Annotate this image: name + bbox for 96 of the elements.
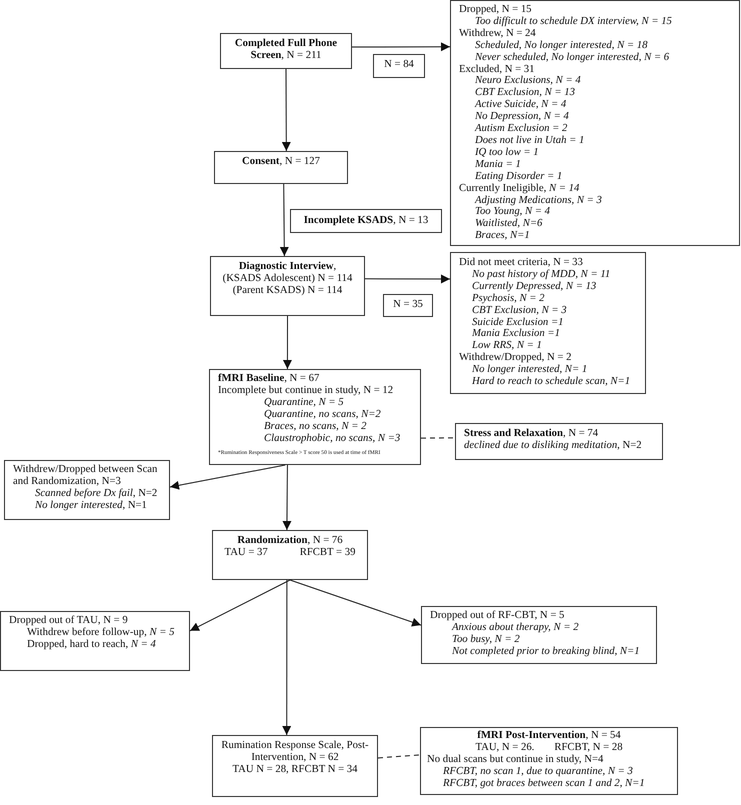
arrow	[170, 464, 286, 490]
entry-text: Randomization, N = 76	[237, 535, 343, 547]
flow-box	[450, 0, 740, 246]
entry-text: Incomplete KSADS, N = 13	[304, 215, 428, 227]
entry-text: Completed Full Phone Screen, N = 211	[234, 38, 338, 62]
entry-text: Quarantine, N = 5	[264, 396, 344, 409]
entry-text: Too Young, N = 4	[475, 206, 550, 218]
entry-text: Scheduled, No longer interested, N = 18	[475, 40, 648, 52]
arrow	[282, 316, 292, 370]
entry-text: Dropped, hard to reach, N = 4	[27, 638, 156, 651]
arrow	[352, 42, 450, 52]
flow-box	[4, 460, 170, 520]
entry-text: Currently Depressed, N = 13	[472, 280, 596, 293]
entry-text: TAU N = 28, RFCBT N = 34	[232, 764, 358, 776]
entry-text: Excluded, N = 31	[459, 64, 534, 76]
entry-text: CBT Exclusion, N = 3	[472, 304, 567, 317]
entry-text: N = 35	[393, 299, 423, 311]
arrow	[190, 580, 290, 632]
entry-text: Never scheduled, No longer interested, N = 6	[475, 52, 670, 64]
entry-text: Autism Exclusion = 2	[475, 123, 568, 135]
entry-text: fMRI Baseline, N = 67	[218, 373, 320, 385]
entry-text: Adjusting Medications, N = 3	[475, 194, 602, 206]
entry-text: Suicide Exclusion =1	[472, 316, 564, 328]
entry-text: (Parent KSADS) N = 114	[232, 284, 342, 297]
entry-text: Braces, no scans, N = 2	[264, 420, 367, 433]
flow-box	[214, 151, 348, 184]
entry-text: (KSADS Adolescent) N = 114	[222, 272, 352, 285]
entry-text: TAU = 37	[224, 546, 268, 559]
entry-text: Neuro Exclusions, N = 4	[475, 75, 581, 88]
flow-box	[373, 54, 425, 78]
entry-text: No dual scans but continue in study, N=4	[427, 754, 604, 766]
entry-text: No longer interested, N=1	[35, 500, 147, 512]
entry-text: RFCBT, N = 28	[554, 742, 623, 754]
entry-text: Withdrew before follow-up, N = 5	[27, 626, 174, 639]
arrow	[280, 184, 289, 256]
flow-box	[455, 423, 663, 460]
arrow	[282, 464, 292, 530]
entry-text: Hard to reach to schedule scan, N=1	[472, 376, 630, 388]
flow-box	[212, 735, 378, 797]
entry-text: Withdrew/Dropped, N = 2	[459, 352, 572, 364]
entry-text: Too difficult to schedule DX interview, N = 15	[475, 16, 672, 28]
entry-text: Anxious about therapy, N = 2	[452, 622, 579, 634]
entry-text: Low RRS, N = 1	[472, 340, 542, 352]
entry-text: Active Suicide, N = 4	[475, 99, 566, 112]
entry-text: Too busy, N = 2	[452, 634, 520, 646]
entry-text: No past history of MDD, N = 11	[472, 268, 610, 281]
entry-text: Stress and Relaxation, N = 74	[464, 428, 598, 440]
arrow	[364, 274, 450, 284]
arrow	[282, 68, 291, 152]
entry-text: Withdrew, N = 24	[459, 28, 536, 40]
entry-text: RFCBT = 39	[300, 546, 356, 559]
entry-text: Incomplete but continue in study, N = 12	[218, 384, 394, 397]
entry-text: RFCBT, no scan 1, due to quarantine, N = 3	[443, 766, 633, 778]
flow-box	[420, 727, 678, 795]
entry-text: Eating Disorder = 1	[475, 170, 562, 183]
entry-text: CBT Exclusion, N = 13	[475, 87, 575, 100]
entry-text: Psychosis, N = 2	[472, 292, 545, 305]
entry-text: Mania = 1	[475, 158, 521, 171]
arrow	[290, 580, 422, 626]
connector-line	[378, 754, 420, 758]
arrow	[282, 580, 292, 736]
flow-box	[290, 209, 442, 233]
entry-text: Quarantine, no scans, N=2	[264, 408, 381, 421]
flow-box	[212, 530, 368, 580]
entry-text: N = 84	[384, 59, 414, 71]
entry-text: fMRI Post-Intervention, N = 54	[477, 730, 621, 742]
flow-box	[209, 369, 421, 465]
entry-text: Braces, N=1	[475, 230, 530, 242]
flow-box	[383, 294, 433, 317]
entry-text: TAU, N = 26.	[475, 742, 534, 754]
entry-text: Claustrophobic, no scans, N =3	[264, 432, 400, 444]
connector-line	[420, 437, 456, 439]
flow-box	[210, 256, 365, 316]
entry-text: RFCBT, got braces between scan 1 and 2, N=1	[443, 778, 645, 790]
entry-text: Dropped out of TAU, N = 9	[9, 615, 128, 627]
entry-text: Scanned before Dx fail, N=2	[35, 488, 158, 500]
flow-box	[220, 33, 352, 69]
entry-text: No longer interested, N= 1	[472, 364, 588, 376]
entry-text: Does not live in Utah = 1	[475, 134, 584, 147]
entry-text: Withdrew/Dropped between Scan and Randomization, N=3	[13, 464, 158, 488]
entry-text: Not completed prior to breaking blind, N=1	[452, 646, 640, 658]
entry-text: Did not meet criteria, N = 33	[459, 257, 583, 269]
entry-text: Mania Exclusion =1	[472, 328, 560, 340]
entry-text: Dropped, N = 15	[459, 4, 532, 16]
entry-text: Diagnostic Interview,	[238, 261, 336, 273]
entry-text: Dropped out of RF-CBT, N = 5	[430, 610, 564, 622]
flow-box	[450, 252, 646, 394]
flow-box	[421, 606, 657, 664]
entry-text: Waitlisted, N=6	[475, 218, 542, 230]
entry-text: Rumination Response Scale, Post-Intervention, N = 62	[220, 740, 370, 764]
entry-text: declined due to disliking meditation, N=2	[464, 440, 642, 452]
entry-text: IQ too low = 1	[475, 146, 539, 159]
flow-box	[0, 611, 190, 671]
entry-text: Currently Ineligible, N = 14	[459, 182, 580, 194]
entry-text: Consent, N = 127	[242, 156, 320, 168]
entry-text: No Depression, N = 4	[475, 111, 569, 124]
